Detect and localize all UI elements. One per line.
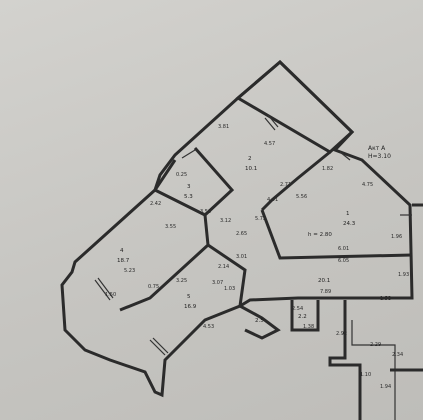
dim-label: 7.89 [320,289,331,295]
dim-label: 3.12 [220,218,231,224]
dim-label: 6.01 [338,246,349,252]
section-label: Акт А [368,145,386,152]
wall-bath-bedroom [152,159,206,217]
closet-area: 2.2 [298,314,307,320]
dim-label: 2.29 [370,342,381,348]
ceiling-height: h = 2.80 [308,232,332,238]
wc-area: 2.5 [255,318,264,324]
dim-label: 1.93 [398,272,409,278]
dim-label: 2.54 [292,306,303,312]
structure-lower [328,300,362,420]
dim-label: 3.07 [212,280,223,286]
kitchen-area: 10.1 [245,166,257,172]
bedroom1-area: 18.7 [117,258,130,264]
kitchen-number: 2 [248,156,252,162]
dim-label: 1.53 [380,296,391,302]
outer-wall-east [237,59,414,300]
balcony-outline [235,59,355,154]
dim-label: 1.94 [380,384,391,390]
bath-number: 3 [187,184,191,190]
dim-label: 3.50 [200,209,211,215]
dim-label: 2.92 [336,331,347,337]
dim-label: 1.10 [360,372,371,378]
dim-label: 2.34 [392,352,403,358]
dim-label: 0.75 [148,284,159,290]
dim-label: 6.05 [338,258,349,264]
wall-closet [290,300,320,332]
dim-label: 4.53 [203,324,214,330]
living-number: 1 [346,211,350,217]
dim-label: 3.55 [165,224,176,230]
dim-label: 2.42 [150,201,161,207]
dim-label: 1.50 [105,292,116,298]
dim-label: 3.81 [218,124,229,130]
bath-area: 5.3 [184,194,193,200]
bedroom2-number: 5 [187,294,191,300]
dim-label: 5.23 [124,268,135,274]
window-marks [94,114,412,356]
bedroom2-area: 16.9 [184,304,197,310]
structure-lines [351,320,396,420]
dim-label: 1.82 [322,166,333,172]
living-area: 24.3 [343,221,356,227]
wall-bedroom2-hall [207,243,247,307]
wall-kitchen-bath [193,147,235,217]
dim-label: 2.65 [236,231,247,237]
dim-label: 4.75 [362,182,373,188]
dim-label: 1.38 [303,324,314,330]
wall-wc [239,304,281,340]
hall-area: 20.1 [318,278,330,284]
bedroom1-number: 4 [120,248,124,254]
wall-bedroom1-bedroom2 [119,214,210,312]
dim-label: 1.96 [391,234,402,240]
dim-label: 0.25 [176,172,187,178]
dim-label: 2.71 [280,182,291,188]
dim-label: 5.56 [296,194,307,200]
dim-label: 4.57 [264,141,275,147]
dim-label: 5.72 [255,216,266,222]
dim-label: 2.14 [218,264,229,270]
dim-label: 3.01 [236,254,247,260]
dim-label: 4.41 [267,197,278,203]
dim-label: 1.03 [224,286,235,292]
dim-label: 3.25 [176,278,187,284]
wall-kitchen-living [260,150,331,212]
wall-living-south [260,209,413,260]
height-label: H=3.10 [368,153,391,160]
